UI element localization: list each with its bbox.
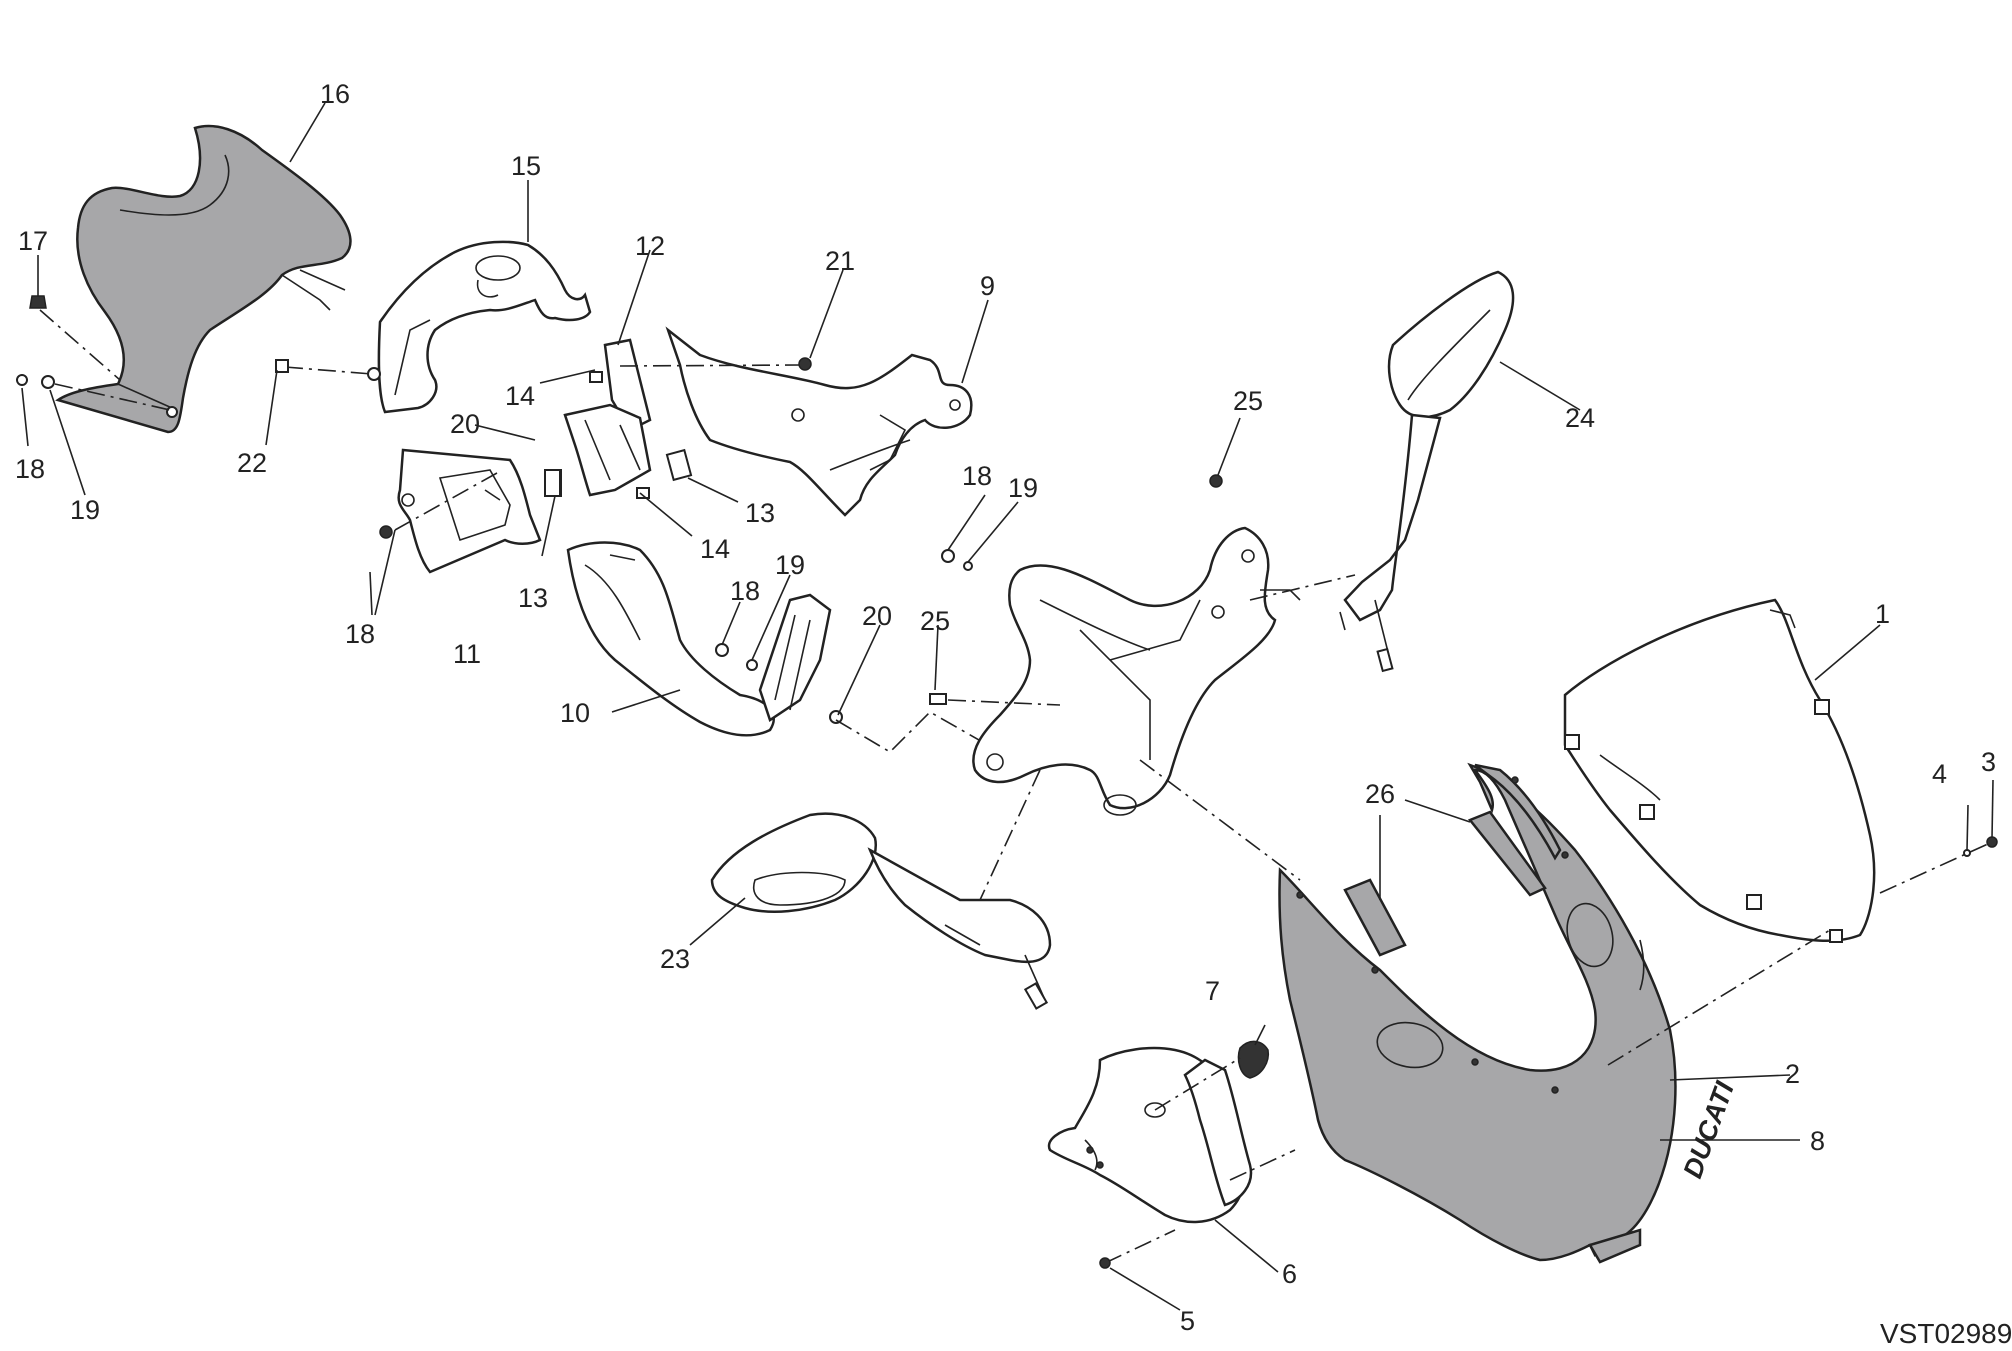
part-1-windscreen xyxy=(1563,598,1876,943)
callout-5: 5 xyxy=(1180,1306,1195,1336)
part-13-strip-b xyxy=(665,448,693,482)
callout-8: 8 xyxy=(1810,1126,1825,1156)
drawing-code: VST02989 xyxy=(1880,1318,2012,1349)
callout-12: 12 xyxy=(635,231,665,261)
axis-2-1 xyxy=(1607,929,1831,1066)
callout-13b: 13 xyxy=(745,498,775,528)
callout-24: 24 xyxy=(1565,403,1595,433)
part-24-right-mirror xyxy=(1339,270,1515,673)
axis-7 xyxy=(1154,1057,1241,1111)
hardware-10-fasteners xyxy=(715,643,843,724)
axis-frame-right xyxy=(1249,574,1356,601)
callout-25b: 25 xyxy=(1233,386,1263,416)
fairing-logo-text: DUCATI xyxy=(1677,1077,1740,1182)
callout-1: 1 xyxy=(1875,599,1890,629)
axis-1-3 xyxy=(1879,842,1991,894)
callout-2: 2 xyxy=(1785,1059,1800,1089)
callout-19a: 19 xyxy=(70,495,100,525)
callout-19b: 19 xyxy=(775,550,805,580)
callout-14b: 14 xyxy=(700,534,730,564)
callout-20a: 20 xyxy=(450,409,480,439)
callout-4: 4 xyxy=(1932,759,1947,789)
callout-21: 21 xyxy=(825,246,855,276)
callout-16: 16 xyxy=(320,79,350,109)
part-7-grommet xyxy=(1237,1040,1270,1079)
part-2-front-fairing xyxy=(1278,762,1677,1264)
screw-5 xyxy=(1099,1257,1111,1269)
part-15-cover xyxy=(367,240,592,414)
callout-3: 3 xyxy=(1981,747,1996,777)
callout-14a: 14 xyxy=(505,381,535,411)
axis-5 xyxy=(1104,1229,1176,1264)
callout-18d: 18 xyxy=(962,461,992,491)
callout-9: 9 xyxy=(980,271,995,301)
callout-15: 15 xyxy=(511,151,541,181)
callout-7: 7 xyxy=(1205,976,1220,1006)
hardware-17-18-19-left xyxy=(16,295,171,411)
callout-18c: 18 xyxy=(730,576,760,606)
screw-21 xyxy=(798,357,812,371)
callout-18b: 18 xyxy=(345,619,375,649)
part-9-side-panel xyxy=(665,326,973,517)
callout-labels: 1 2 3 4 5 6 7 8 9 10 11 12 13 13 14 14 1… xyxy=(15,79,1996,1336)
callout-26: 26 xyxy=(1365,779,1395,809)
callout-22: 22 xyxy=(237,448,267,478)
callout-17: 17 xyxy=(18,226,48,256)
part-12-bracket xyxy=(563,338,652,499)
callout-18a: 18 xyxy=(15,454,45,484)
part-11-bracket-plate xyxy=(379,448,542,574)
axis-22 xyxy=(284,366,373,375)
callout-13a: 13 xyxy=(518,583,548,613)
callout-20b: 20 xyxy=(862,601,892,631)
callout-11: 11 xyxy=(453,639,481,669)
part-10-lower-cover xyxy=(566,541,832,737)
leader-lines xyxy=(21,102,1994,1311)
part-16-inner-cover xyxy=(55,124,352,434)
headlight-support-frame xyxy=(972,526,1301,816)
callout-19c: 19 xyxy=(1008,473,1038,503)
callout-23: 23 xyxy=(660,944,690,974)
axis-10-frame xyxy=(835,711,1001,754)
part-6-lower-cover xyxy=(1047,1046,1253,1224)
hardware-frame-fasteners xyxy=(929,474,1223,705)
axis-frame-26 xyxy=(1139,759,1301,881)
washer-4 xyxy=(1963,849,1971,857)
axis-21 xyxy=(619,364,806,367)
screw-22 xyxy=(275,359,289,373)
part-26-strips xyxy=(1343,810,1547,957)
screw-3 xyxy=(1986,836,1998,848)
callout-25a: 25 xyxy=(920,606,950,636)
callout-6: 6 xyxy=(1282,1259,1297,1289)
part-13-strip-c xyxy=(544,469,561,497)
callout-10: 10 xyxy=(560,698,590,728)
part-23-left-mirror xyxy=(710,812,1052,1010)
axis-6-2 xyxy=(1229,1149,1296,1181)
